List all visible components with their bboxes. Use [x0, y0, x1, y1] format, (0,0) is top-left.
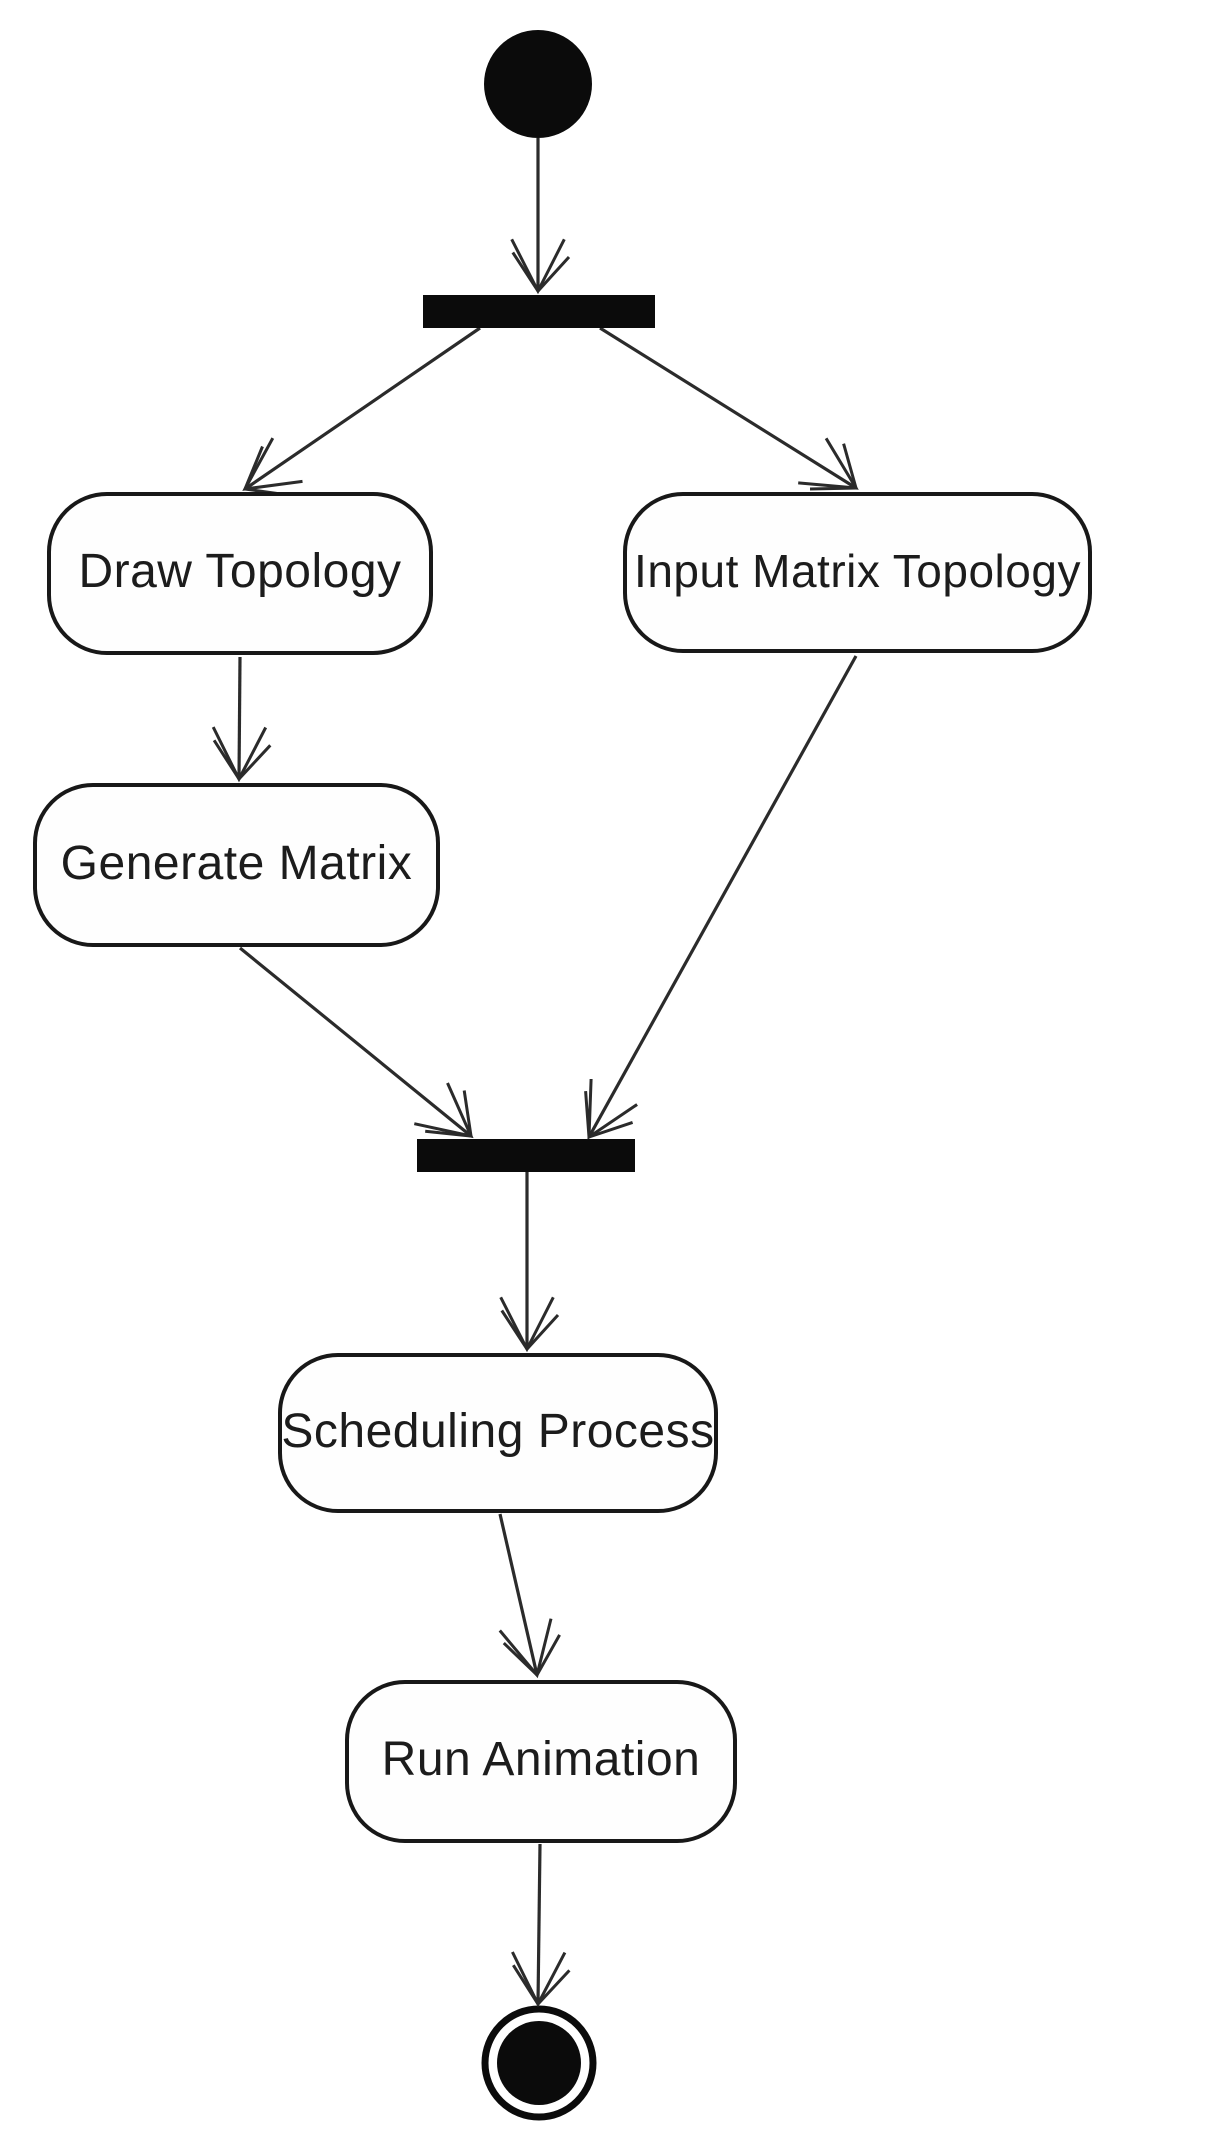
arrowhead [511, 251, 571, 294]
edge-scheduling-to-run [498, 1513, 539, 1676]
action-node-scheduling-process: Scheduling Process [278, 1353, 718, 1513]
arrowhead [500, 1309, 560, 1352]
action-node-run-animation: Run Animation [345, 1680, 737, 1843]
arrowhead [502, 1634, 561, 1678]
arrowhead [512, 1964, 571, 2007]
edge-draw-to-generate [237, 656, 242, 780]
edge-fork-to-input-matrix [599, 326, 857, 490]
edge-fork-to-draw-topology [244, 326, 481, 491]
arrowhead [425, 1090, 473, 1138]
edge-generate-to-join [238, 946, 473, 1138]
final-node-core [497, 2021, 581, 2105]
action-label-generate-matrix: Generate Matrix [60, 836, 413, 890]
arrowhead [798, 437, 859, 490]
action-label-scheduling-process: Scheduling Process [281, 1404, 715, 1458]
action-label-draw-topology: Draw Topology [78, 545, 402, 598]
action-label-input-matrix-topology: Input Matrix Topology [634, 544, 1081, 597]
final-node-ring [481, 2005, 597, 2121]
action-node-input-matrix-topology: Input Matrix Topology [623, 492, 1092, 653]
arrowhead [584, 1090, 634, 1140]
action-node-generate-matrix: Generate Matrix [33, 783, 440, 947]
arrowhead [212, 739, 272, 782]
edge-run-to-end [536, 1843, 542, 2005]
action-node-draw-topology: Draw Topology [47, 492, 433, 655]
join-bar [417, 1139, 635, 1172]
initial-node [484, 30, 592, 138]
edge-input-matrix-to-join [587, 655, 858, 1138]
fork-bar [423, 295, 655, 328]
action-label-run-animation: Run Animation [381, 1733, 701, 1786]
arrowhead [809, 443, 858, 491]
